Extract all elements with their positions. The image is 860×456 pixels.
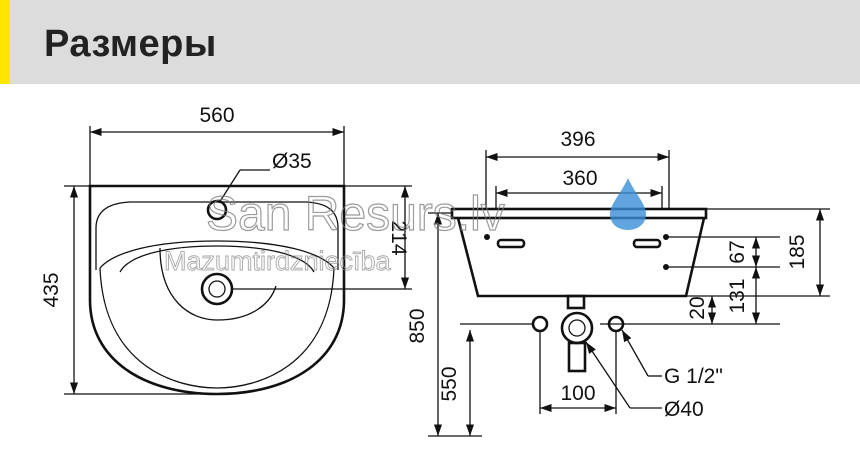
header-accent-bar [0, 0, 10, 84]
dim-label-drain-diameter: Ø40 [664, 398, 704, 421]
watermark-subtitle: Mazumtirdzniecība [164, 246, 392, 276]
drain-inner [208, 280, 226, 298]
dim-label-total-height: 185 [786, 234, 809, 269]
siphon-outlet [567, 341, 587, 373]
overflow-curve [159, 247, 277, 321]
leader-drain [585, 341, 631, 409]
section-header: Размеры [0, 0, 860, 84]
basin-outline [88, 184, 346, 396]
leader-supply-thread [621, 329, 649, 377]
leader-tap-hole [218, 169, 241, 204]
supply-pipe-left [531, 315, 549, 333]
dim-label-outer-depth: 396 [560, 128, 595, 151]
dim-label-drain-offset: 20 [686, 296, 709, 319]
dim-label-width: 560 [199, 104, 234, 127]
siphon-body [560, 311, 594, 345]
drain-outer [200, 272, 234, 306]
siphon-core [568, 319, 586, 337]
mount-point-left [484, 234, 490, 240]
front-view: 560 435 Ø35 214 [40, 104, 412, 396]
watermark-logo-text: San Resurs.lv [206, 188, 505, 241]
dim-label-lower-offset: 131 [726, 278, 749, 313]
bracket-slot-right [632, 238, 662, 249]
dim-label-upper-offset: 67 [726, 240, 749, 263]
tap-hole [206, 199, 228, 221]
dim-label-supply-spacing: 100 [560, 382, 595, 405]
dim-label-mount-height: 850 [406, 308, 429, 343]
basin-inner-edge [99, 240, 335, 389]
dim-label-supply-height: 550 [438, 366, 461, 401]
dim-label-overflow: 214 [387, 220, 410, 255]
basin-bowl-curve [119, 245, 315, 273]
dim-label-supply-thread: G 1/2" [664, 365, 723, 388]
water-drop-icon [610, 178, 646, 230]
bracket-slot-left [496, 238, 526, 249]
section-title: Размеры [44, 23, 217, 65]
watermark: San Resurs.lv Mazumtirdzniecība [164, 178, 646, 276]
drain-neck [566, 294, 586, 310]
dim-label-tap-hole: Ø35 [272, 150, 312, 173]
dim-label-height: 435 [40, 272, 63, 307]
side-view: 396 360 185 67 131 20 850 550 100 [406, 128, 830, 437]
dim-label-bracket-spacing: 360 [562, 167, 597, 190]
